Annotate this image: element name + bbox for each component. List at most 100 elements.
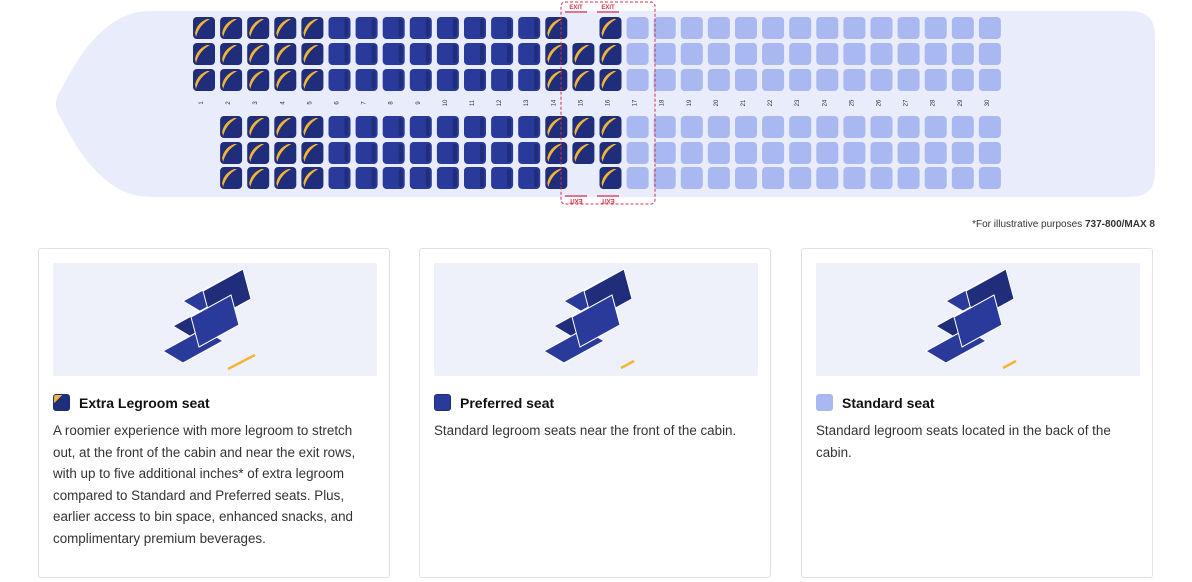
seat-28D[interactable] (924, 116, 947, 138)
seat-25E[interactable] (843, 142, 866, 164)
seat-23E[interactable] (789, 142, 812, 164)
seat-27D[interactable] (897, 116, 920, 138)
seat-12B[interactable] (491, 43, 514, 65)
seat-4C[interactable] (274, 69, 297, 91)
seat-21B[interactable] (735, 43, 757, 65)
seat-10C[interactable] (436, 69, 459, 91)
seat-14E[interactable] (545, 142, 568, 164)
seat-27F[interactable] (897, 167, 920, 189)
seat-20B[interactable] (707, 43, 730, 65)
seat-2D[interactable] (220, 116, 243, 138)
seat-21D[interactable] (735, 116, 757, 138)
seat-15C[interactable] (572, 69, 595, 91)
seat-26F[interactable] (870, 167, 893, 189)
seat-7C[interactable] (355, 69, 378, 91)
seat-16A[interactable] (599, 17, 622, 39)
seat-22A[interactable] (762, 17, 785, 39)
seat-11D[interactable] (464, 116, 486, 138)
seat-5D[interactable] (301, 116, 324, 138)
seat-9A[interactable] (409, 17, 432, 39)
seat-15E[interactable] (572, 142, 595, 164)
seat-6F[interactable] (328, 167, 351, 189)
seat-5A[interactable] (301, 17, 324, 39)
seat-5F[interactable] (301, 167, 324, 189)
seat-28B[interactable] (924, 43, 947, 65)
seat-30F[interactable] (978, 167, 1001, 189)
seat-14C[interactable] (545, 69, 568, 91)
seat-9F[interactable] (409, 167, 432, 189)
seat-1A[interactable] (193, 17, 215, 39)
seat-23B[interactable] (789, 43, 812, 65)
seat-29A[interactable] (951, 17, 974, 39)
seat-6B[interactable] (328, 43, 351, 65)
seat-11C[interactable] (464, 69, 486, 91)
seat-18E[interactable] (653, 142, 676, 164)
seat-26D[interactable] (870, 116, 893, 138)
seat-27B[interactable] (897, 43, 920, 65)
seat-2A[interactable] (220, 17, 243, 39)
seat-8F[interactable] (382, 167, 405, 189)
seat-24C[interactable] (816, 69, 839, 91)
seat-23D[interactable] (789, 116, 812, 138)
seat-30A[interactable] (978, 17, 1001, 39)
seat-2B[interactable] (220, 43, 243, 65)
seat-11F[interactable] (464, 167, 486, 189)
seat-12A[interactable] (491, 17, 514, 39)
seat-16F[interactable] (599, 167, 622, 189)
seat-20C[interactable] (707, 69, 730, 91)
seat-30B[interactable] (978, 43, 1001, 65)
seat-19F[interactable] (680, 167, 703, 189)
seat-3B[interactable] (247, 43, 270, 65)
seat-6E[interactable] (328, 142, 351, 164)
seat-6A[interactable] (328, 17, 351, 39)
seat-9D[interactable] (409, 116, 432, 138)
seat-8C[interactable] (382, 69, 405, 91)
seat-7E[interactable] (355, 142, 378, 164)
seat-18D[interactable] (653, 116, 676, 138)
seat-8E[interactable] (382, 142, 405, 164)
seat-18A[interactable] (653, 17, 676, 39)
seat-7D[interactable] (355, 116, 378, 138)
seat-20F[interactable] (707, 167, 730, 189)
seat-15B[interactable] (572, 43, 595, 65)
seat-6D[interactable] (328, 116, 351, 138)
seat-25D[interactable] (843, 116, 866, 138)
seat-22B[interactable] (762, 43, 785, 65)
seat-13B[interactable] (518, 43, 541, 65)
seat-16C[interactable] (599, 69, 622, 91)
seat-28E[interactable] (924, 142, 947, 164)
seat-8D[interactable] (382, 116, 405, 138)
seat-10B[interactable] (436, 43, 459, 65)
seat-25B[interactable] (843, 43, 866, 65)
seat-10E[interactable] (436, 142, 459, 164)
seat-18C[interactable] (653, 69, 676, 91)
seat-24A[interactable] (816, 17, 839, 39)
seat-9C[interactable] (409, 69, 432, 91)
seat-6C[interactable] (328, 69, 351, 91)
seat-4E[interactable] (274, 142, 297, 164)
seat-29B[interactable] (951, 43, 974, 65)
seat-2E[interactable] (220, 142, 243, 164)
seat-19D[interactable] (680, 116, 703, 138)
seat-19E[interactable] (680, 142, 703, 164)
seat-13D[interactable] (518, 116, 541, 138)
seat-19A[interactable] (680, 17, 703, 39)
seat-30C[interactable] (978, 69, 1001, 91)
seat-3D[interactable] (247, 116, 270, 138)
seat-5C[interactable] (301, 69, 324, 91)
seat-25A[interactable] (843, 17, 866, 39)
seat-1C[interactable] (193, 69, 215, 91)
seat-29E[interactable] (951, 142, 974, 164)
seat-13F[interactable] (518, 167, 541, 189)
seat-14A[interactable] (545, 17, 568, 39)
seat-29F[interactable] (951, 167, 974, 189)
seat-17E[interactable] (626, 142, 649, 164)
seat-9E[interactable] (409, 142, 432, 164)
seat-4F[interactable] (274, 167, 297, 189)
seat-22E[interactable] (762, 142, 785, 164)
seat-4B[interactable] (274, 43, 297, 65)
seat-19B[interactable] (680, 43, 703, 65)
seat-21E[interactable] (735, 142, 757, 164)
seat-8B[interactable] (382, 43, 405, 65)
seat-23A[interactable] (789, 17, 812, 39)
